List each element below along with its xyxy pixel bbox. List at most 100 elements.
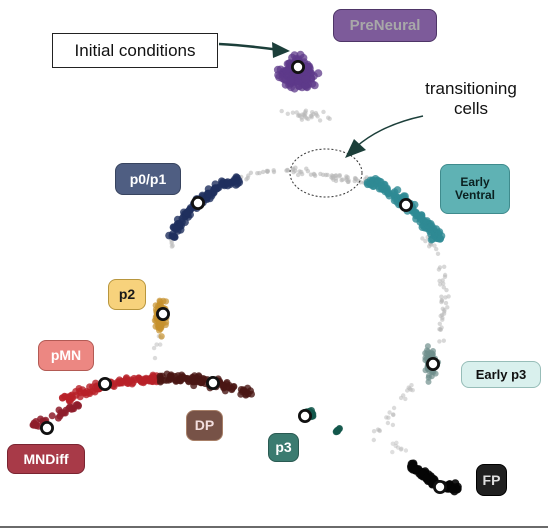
early_ventral-cell-point xyxy=(432,225,441,233)
label-early-p3-text: Early p3 xyxy=(475,366,527,382)
dp-cell-point xyxy=(244,390,252,398)
dp-cell-point xyxy=(156,374,164,382)
pmn-cell-point xyxy=(114,378,122,386)
transitioning-cell-point xyxy=(264,168,269,174)
early_ventral-cell-point xyxy=(366,176,375,185)
bottom-border xyxy=(0,526,548,528)
label-preneural-text: PreNeural xyxy=(349,16,421,34)
transitioning-cell-point xyxy=(401,393,406,398)
p0p1-cell-point xyxy=(172,225,180,234)
transitioning-cell-point xyxy=(337,174,342,179)
early_p3-cell-point xyxy=(425,378,432,385)
dp-cell-point xyxy=(197,378,205,386)
transitioning-line-2: cells xyxy=(453,98,488,118)
pmn-cell-point xyxy=(59,394,66,402)
transitioning-cell-point xyxy=(434,246,439,252)
transitioning-cell-point xyxy=(442,274,448,279)
transitioning-cell-point xyxy=(303,111,308,116)
transitioning-cells-note: transitioning cells xyxy=(404,79,538,118)
transitioning-cell-point xyxy=(344,174,349,179)
mndiff-cell-point xyxy=(74,401,82,409)
pmn-cell-point xyxy=(79,386,86,394)
label-p0-p1: p0/p1 xyxy=(115,163,181,195)
label-p3-text: p3 xyxy=(275,439,292,456)
mndiff-center-marker xyxy=(42,423,52,433)
dp-cell-point xyxy=(183,374,191,382)
transitioning-cell-point xyxy=(290,110,296,115)
transitioning-cell-point xyxy=(391,412,396,418)
dp-cell-point xyxy=(167,374,175,381)
p2-cell-point xyxy=(158,333,165,340)
early_p3-cell-point xyxy=(428,351,435,358)
preneural-center-marker xyxy=(293,62,303,72)
transitioning-cell-point xyxy=(445,305,450,310)
label-dp-text: DP xyxy=(194,417,215,434)
p0p1-cell-point xyxy=(212,185,221,193)
transitioning-cell-point xyxy=(294,110,299,115)
transitioning-cell-point xyxy=(390,441,395,446)
transitioning-cell-point xyxy=(403,448,409,453)
dp-cell-point xyxy=(224,383,232,391)
transitioning-cell-point xyxy=(327,116,332,122)
transitioning-cell-point xyxy=(437,278,442,284)
transitioning-cell-point xyxy=(244,177,249,182)
transitioning-cell-point xyxy=(444,287,449,293)
p2-cell-point xyxy=(162,298,170,305)
transitioning-cell-point xyxy=(390,422,396,428)
preneural-cell-point xyxy=(301,81,310,90)
initial-conditions-text: Initial conditions xyxy=(74,40,196,60)
initial-conditions-callout: Initial conditions xyxy=(52,33,218,68)
label-p3: p3 xyxy=(268,433,299,462)
transitioning-cell-point xyxy=(441,285,446,290)
transitioning-cell-point xyxy=(387,410,392,415)
transitioning-cell-point xyxy=(345,179,351,185)
p2-cell-point xyxy=(156,321,163,328)
transitioning-cell-point xyxy=(330,175,335,181)
preneural-cell-point xyxy=(301,75,310,84)
early_ventral-cell-point xyxy=(383,185,391,194)
transitioning-cell-point xyxy=(295,172,301,178)
early_p3-cell-point xyxy=(425,372,432,379)
transitioning-cell-point xyxy=(409,383,414,388)
mndiff-cell-point xyxy=(65,404,73,412)
transitioning-cell-point xyxy=(271,169,277,175)
p2-cell-point xyxy=(157,301,164,308)
transitioning-cell-point xyxy=(394,440,399,445)
label-early-ventral-line1: Early xyxy=(460,175,490,190)
transitioning-cell-point xyxy=(439,294,444,299)
transitioning-cell-point xyxy=(398,447,404,452)
label-p2-text: p2 xyxy=(118,286,136,303)
transitioning-cell-point xyxy=(377,428,382,433)
transitioning-cells-ellipse xyxy=(289,148,363,198)
transitioning-cell-point xyxy=(152,355,158,361)
transitioning-cell-point xyxy=(339,178,344,183)
fp-cell-point xyxy=(410,466,419,475)
transitioning-line-1: transitioning xyxy=(425,79,517,98)
early_p3-center-marker xyxy=(428,359,438,369)
dp-center-marker xyxy=(208,378,218,388)
early_ventral-cell-point xyxy=(426,223,435,231)
transitioning-cell-point xyxy=(395,445,401,450)
transitioning-cell-point xyxy=(439,299,444,305)
transitioning-cell-point xyxy=(255,171,260,176)
preneural-cell-point xyxy=(314,69,323,78)
transitioning-cell-point xyxy=(321,109,326,115)
transitioning-cell-point xyxy=(407,386,412,391)
transitioning-cell-point xyxy=(309,113,314,118)
pmn-cell-point xyxy=(141,377,149,385)
p0p1-cell-point xyxy=(204,190,212,198)
transitioning-cell-point xyxy=(310,110,315,115)
label-preneural: PreNeural xyxy=(333,9,437,42)
transitioning-cell-point xyxy=(246,173,251,178)
transitioning-cell-point xyxy=(169,239,174,245)
pmn-cell-point xyxy=(149,372,157,380)
transitioning-cell-point xyxy=(371,429,377,434)
transitioning-cell-point xyxy=(443,300,449,306)
dp-cell-point xyxy=(230,383,238,390)
label-mndiff: MNDiff xyxy=(7,444,85,474)
mndiff-cell-point xyxy=(48,412,56,420)
label-mndiff-text: MNDiff xyxy=(23,450,69,467)
p0p1-cell-point xyxy=(182,209,191,217)
label-pmn-text: pMN xyxy=(50,347,82,364)
dp-cell-point xyxy=(191,372,198,380)
